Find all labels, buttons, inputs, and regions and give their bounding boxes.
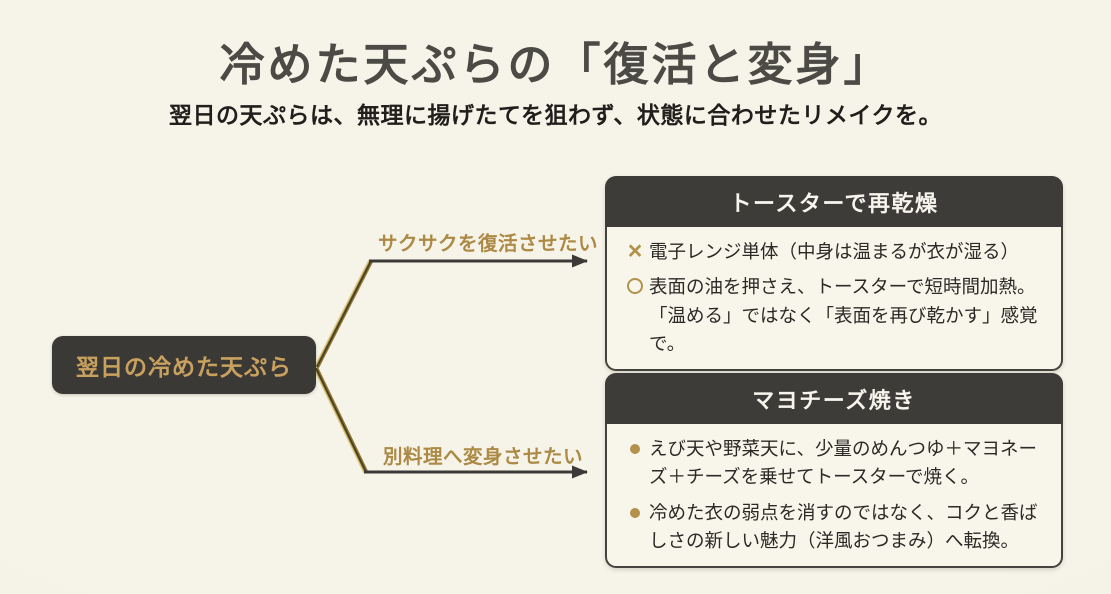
branch-label-revive: サクサクを復活させたい xyxy=(378,233,599,255)
branch-line-top-diagonal xyxy=(314,259,374,369)
list-item: × 電子レンジ単体（中身は温まるが衣が湿る） xyxy=(621,238,1049,266)
branch-label-transform: 別料理へ変身させたい xyxy=(383,446,584,468)
item-text: 冷めた衣の弱点を消すのではなく、コクと香ばしさの新しい魅力（洋風おつまみ）へ転換… xyxy=(649,501,1038,551)
root-node: 翌日の冷めた天ぷら xyxy=(52,336,316,394)
item-text: 電子レンジ単体（中身は温まるが衣が湿る） xyxy=(649,241,1020,262)
page-title: 冷めた天ぷらの「復活と変身」 xyxy=(219,40,892,90)
card-mayo-cheese: マヨチーズ焼き えび天や野菜天に、少量のめんつゆ＋マヨネーズ＋チーズを乗せてトー… xyxy=(605,373,1063,569)
circle-icon xyxy=(627,278,643,295)
list-item: えび天や野菜天に、少量のめんつゆ＋マヨネーズ＋チーズを乗せてトースターで焼く。 xyxy=(621,435,1049,492)
card-mayo-cheese-title: マヨチーズ焼き xyxy=(752,387,916,413)
bullet-icon xyxy=(630,444,640,454)
item-text: 表面の油を押さえ、トースターで短時間加熱。「温める」ではなく「表面を再び乾かす」… xyxy=(649,276,1038,354)
card-mayo-cheese-body: えび天や野菜天に、少量のめんつゆ＋マヨネーズ＋チーズを乗せてトースターで焼く。 … xyxy=(605,424,1063,569)
card-mayo-cheese-header: マヨチーズ焼き xyxy=(605,373,1063,424)
card-toaster-redry-body: × 電子レンジ単体（中身は温まるが衣が湿る） 表面の油を押さえ、トースターで短時… xyxy=(605,227,1063,372)
item-text: えび天や野菜天に、少量のめんつゆ＋マヨネーズ＋チーズを乗せてトースターで焼く。 xyxy=(649,438,1037,488)
branch-line-bottom-diagonal xyxy=(313,367,369,473)
cross-icon: × xyxy=(627,237,643,265)
root-node-label: 翌日の冷めた天ぷら xyxy=(76,354,292,380)
card-toaster-redry-title: トースターで再乾燥 xyxy=(729,190,939,216)
card-toaster-redry: トースターで再乾燥 × 電子レンジ単体（中身は温まるが衣が湿る） 表面の油を押さ… xyxy=(605,176,1063,372)
bullet-icon xyxy=(630,507,640,518)
page-subtitle: 翌日の天ぷらは、無理に揚げたてを狙わず、状態に合わせたリメイクを。 xyxy=(169,102,942,128)
list-item: 表面の油を押さえ、トースターで短時間加熱。「温める」ではなく「表面を再び乾かす」… xyxy=(621,273,1049,358)
list-item: 冷めた衣の弱点を消すのではなく、コクと香ばしさの新しい魅力（洋風おつまみ）へ転換… xyxy=(621,499,1049,556)
card-toaster-redry-header: トースターで再乾燥 xyxy=(605,176,1063,227)
